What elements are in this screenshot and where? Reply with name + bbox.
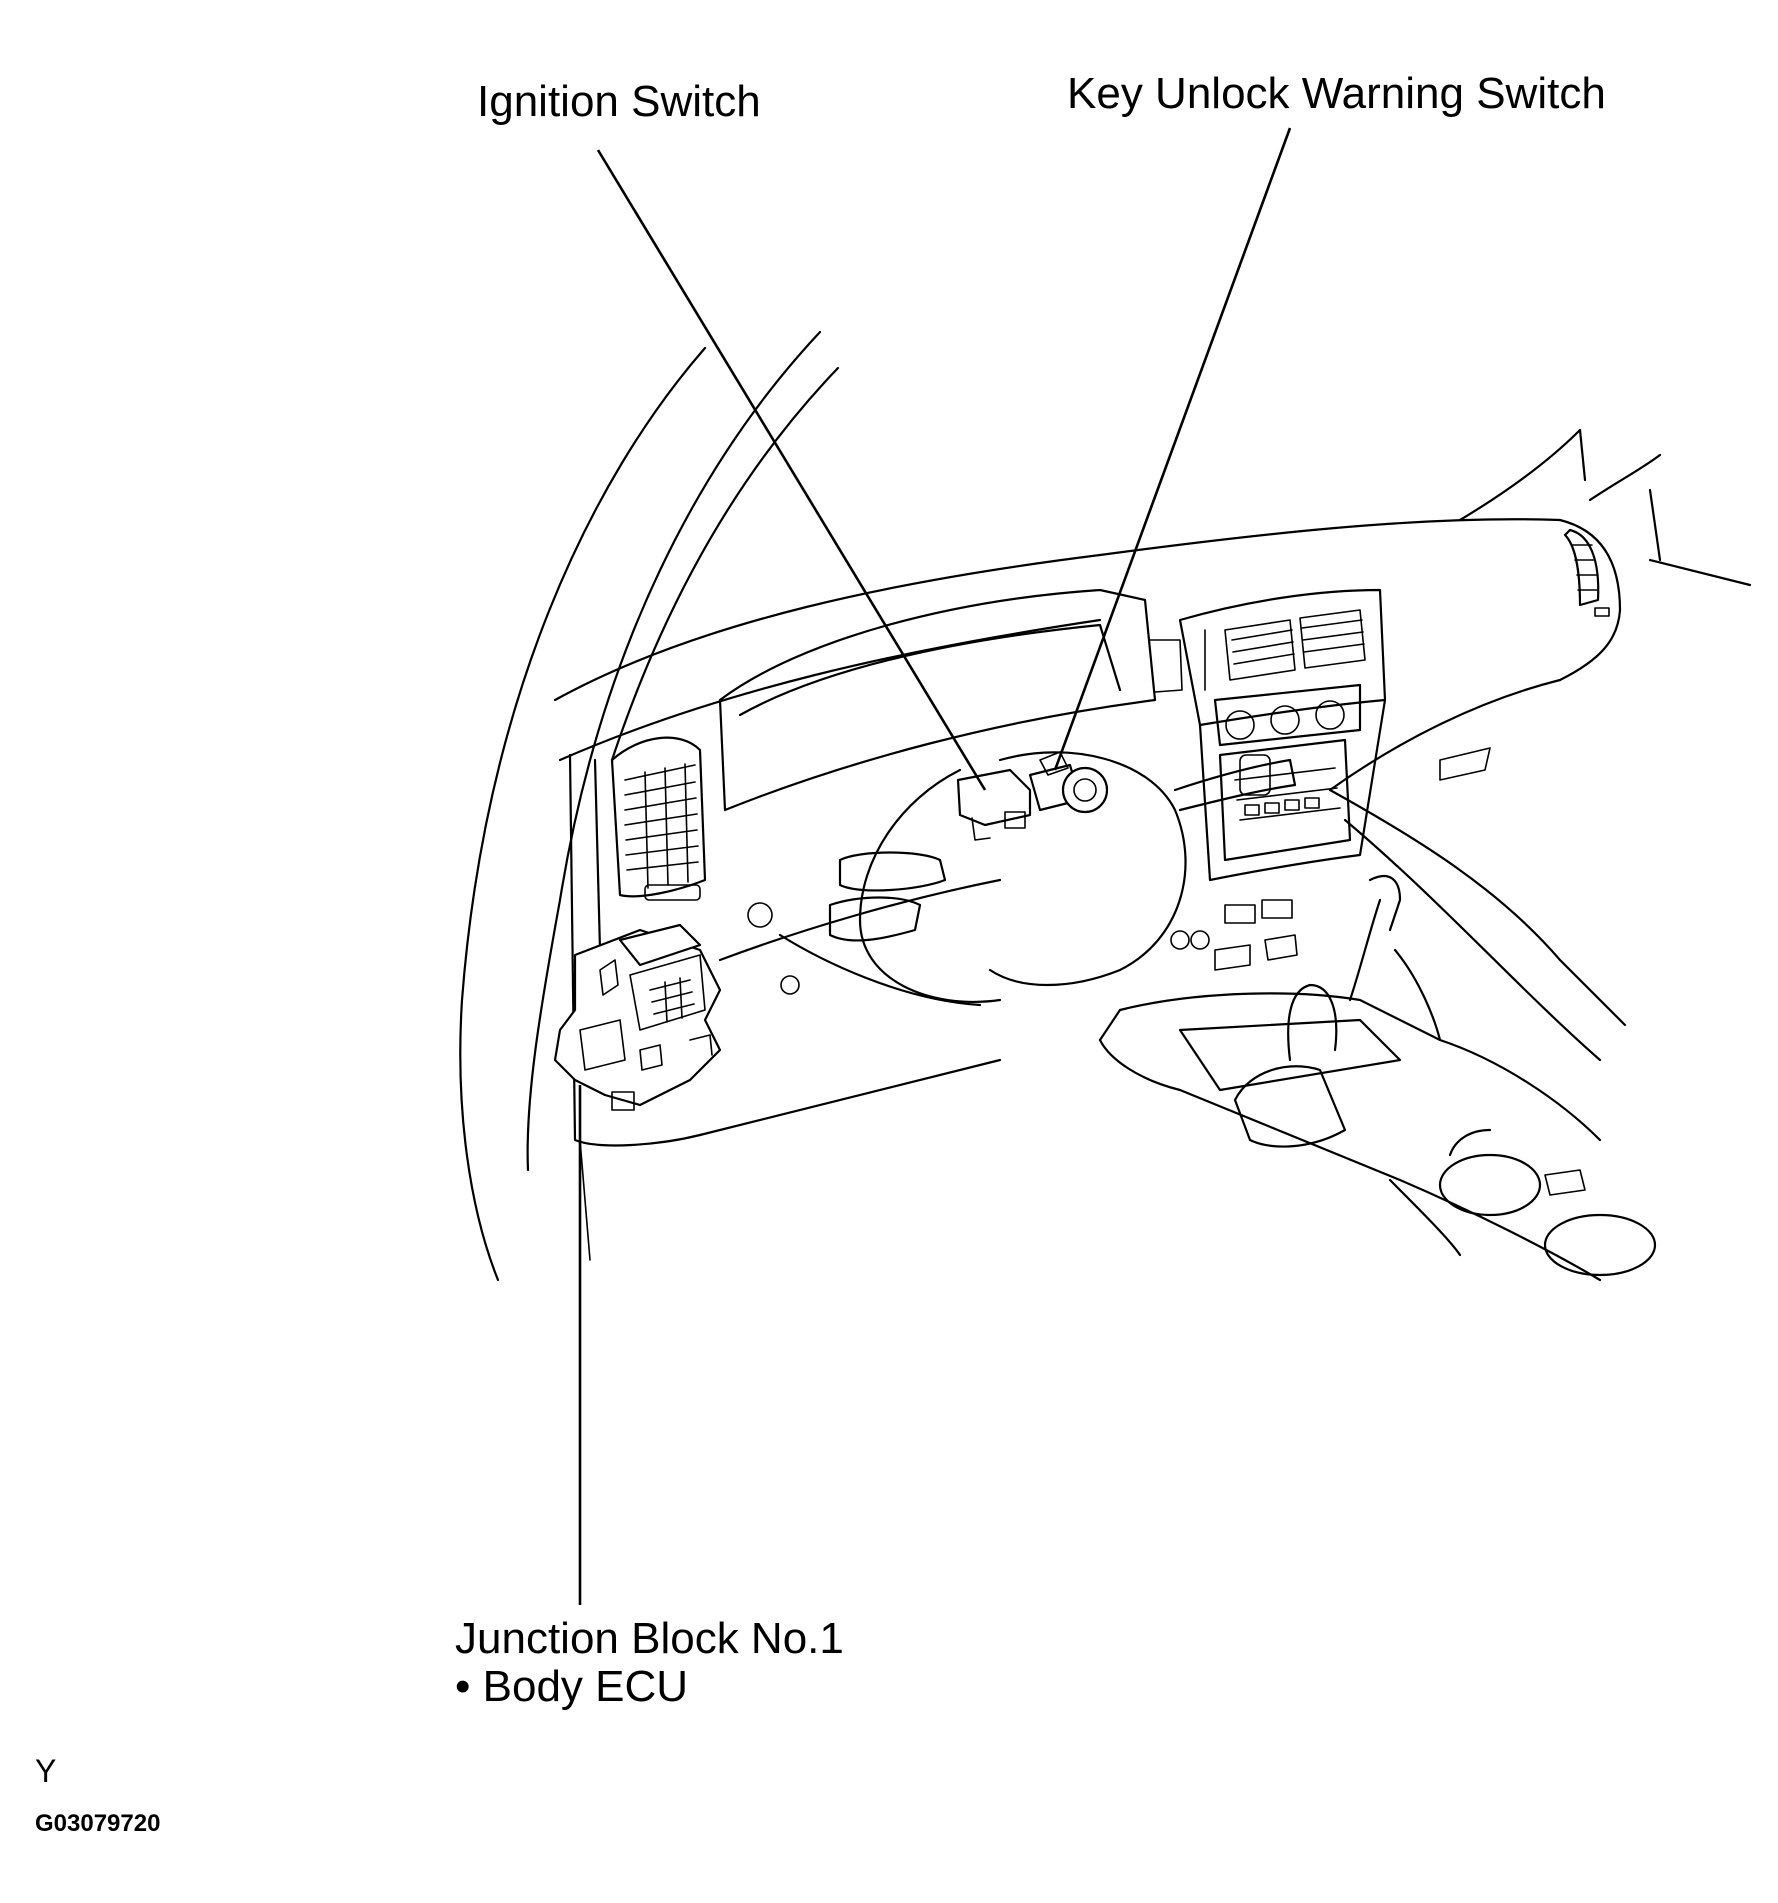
- ignition-switch-assembly: [956, 751, 1109, 841]
- leader-key-unlock-warning-switch: [1053, 127, 1292, 771]
- lower-dash-panel: [568, 753, 1002, 1261]
- key-unlock-warning-switch-label: Key Unlock Warning Switch: [1067, 69, 1606, 118]
- leader-lines: [578, 127, 1292, 1605]
- junction-block-body: [553, 923, 722, 1111]
- center-stack: [1170, 588, 1387, 971]
- leader-ignition-switch: [596, 149, 987, 791]
- ignition-switch-label: Ignition Switch: [477, 77, 761, 126]
- wiper-stalk: [1173, 754, 1297, 812]
- junction-block-sub-label: • Body ECU: [455, 1662, 689, 1711]
- figure-code: G03079720: [35, 1810, 161, 1837]
- right-vent: [1439, 528, 1610, 781]
- view-letter: Y: [35, 1753, 57, 1789]
- center-console: [1098, 875, 1657, 1282]
- instrument-cluster: [718, 588, 1183, 812]
- a-pillar: [459, 330, 840, 1282]
- steering-column: [747, 751, 1187, 1007]
- dashboard-outline: [553, 428, 1752, 1062]
- left-air-vent: [610, 736, 707, 901]
- junction-block-label: Junction Block No.1: [455, 1614, 844, 1663]
